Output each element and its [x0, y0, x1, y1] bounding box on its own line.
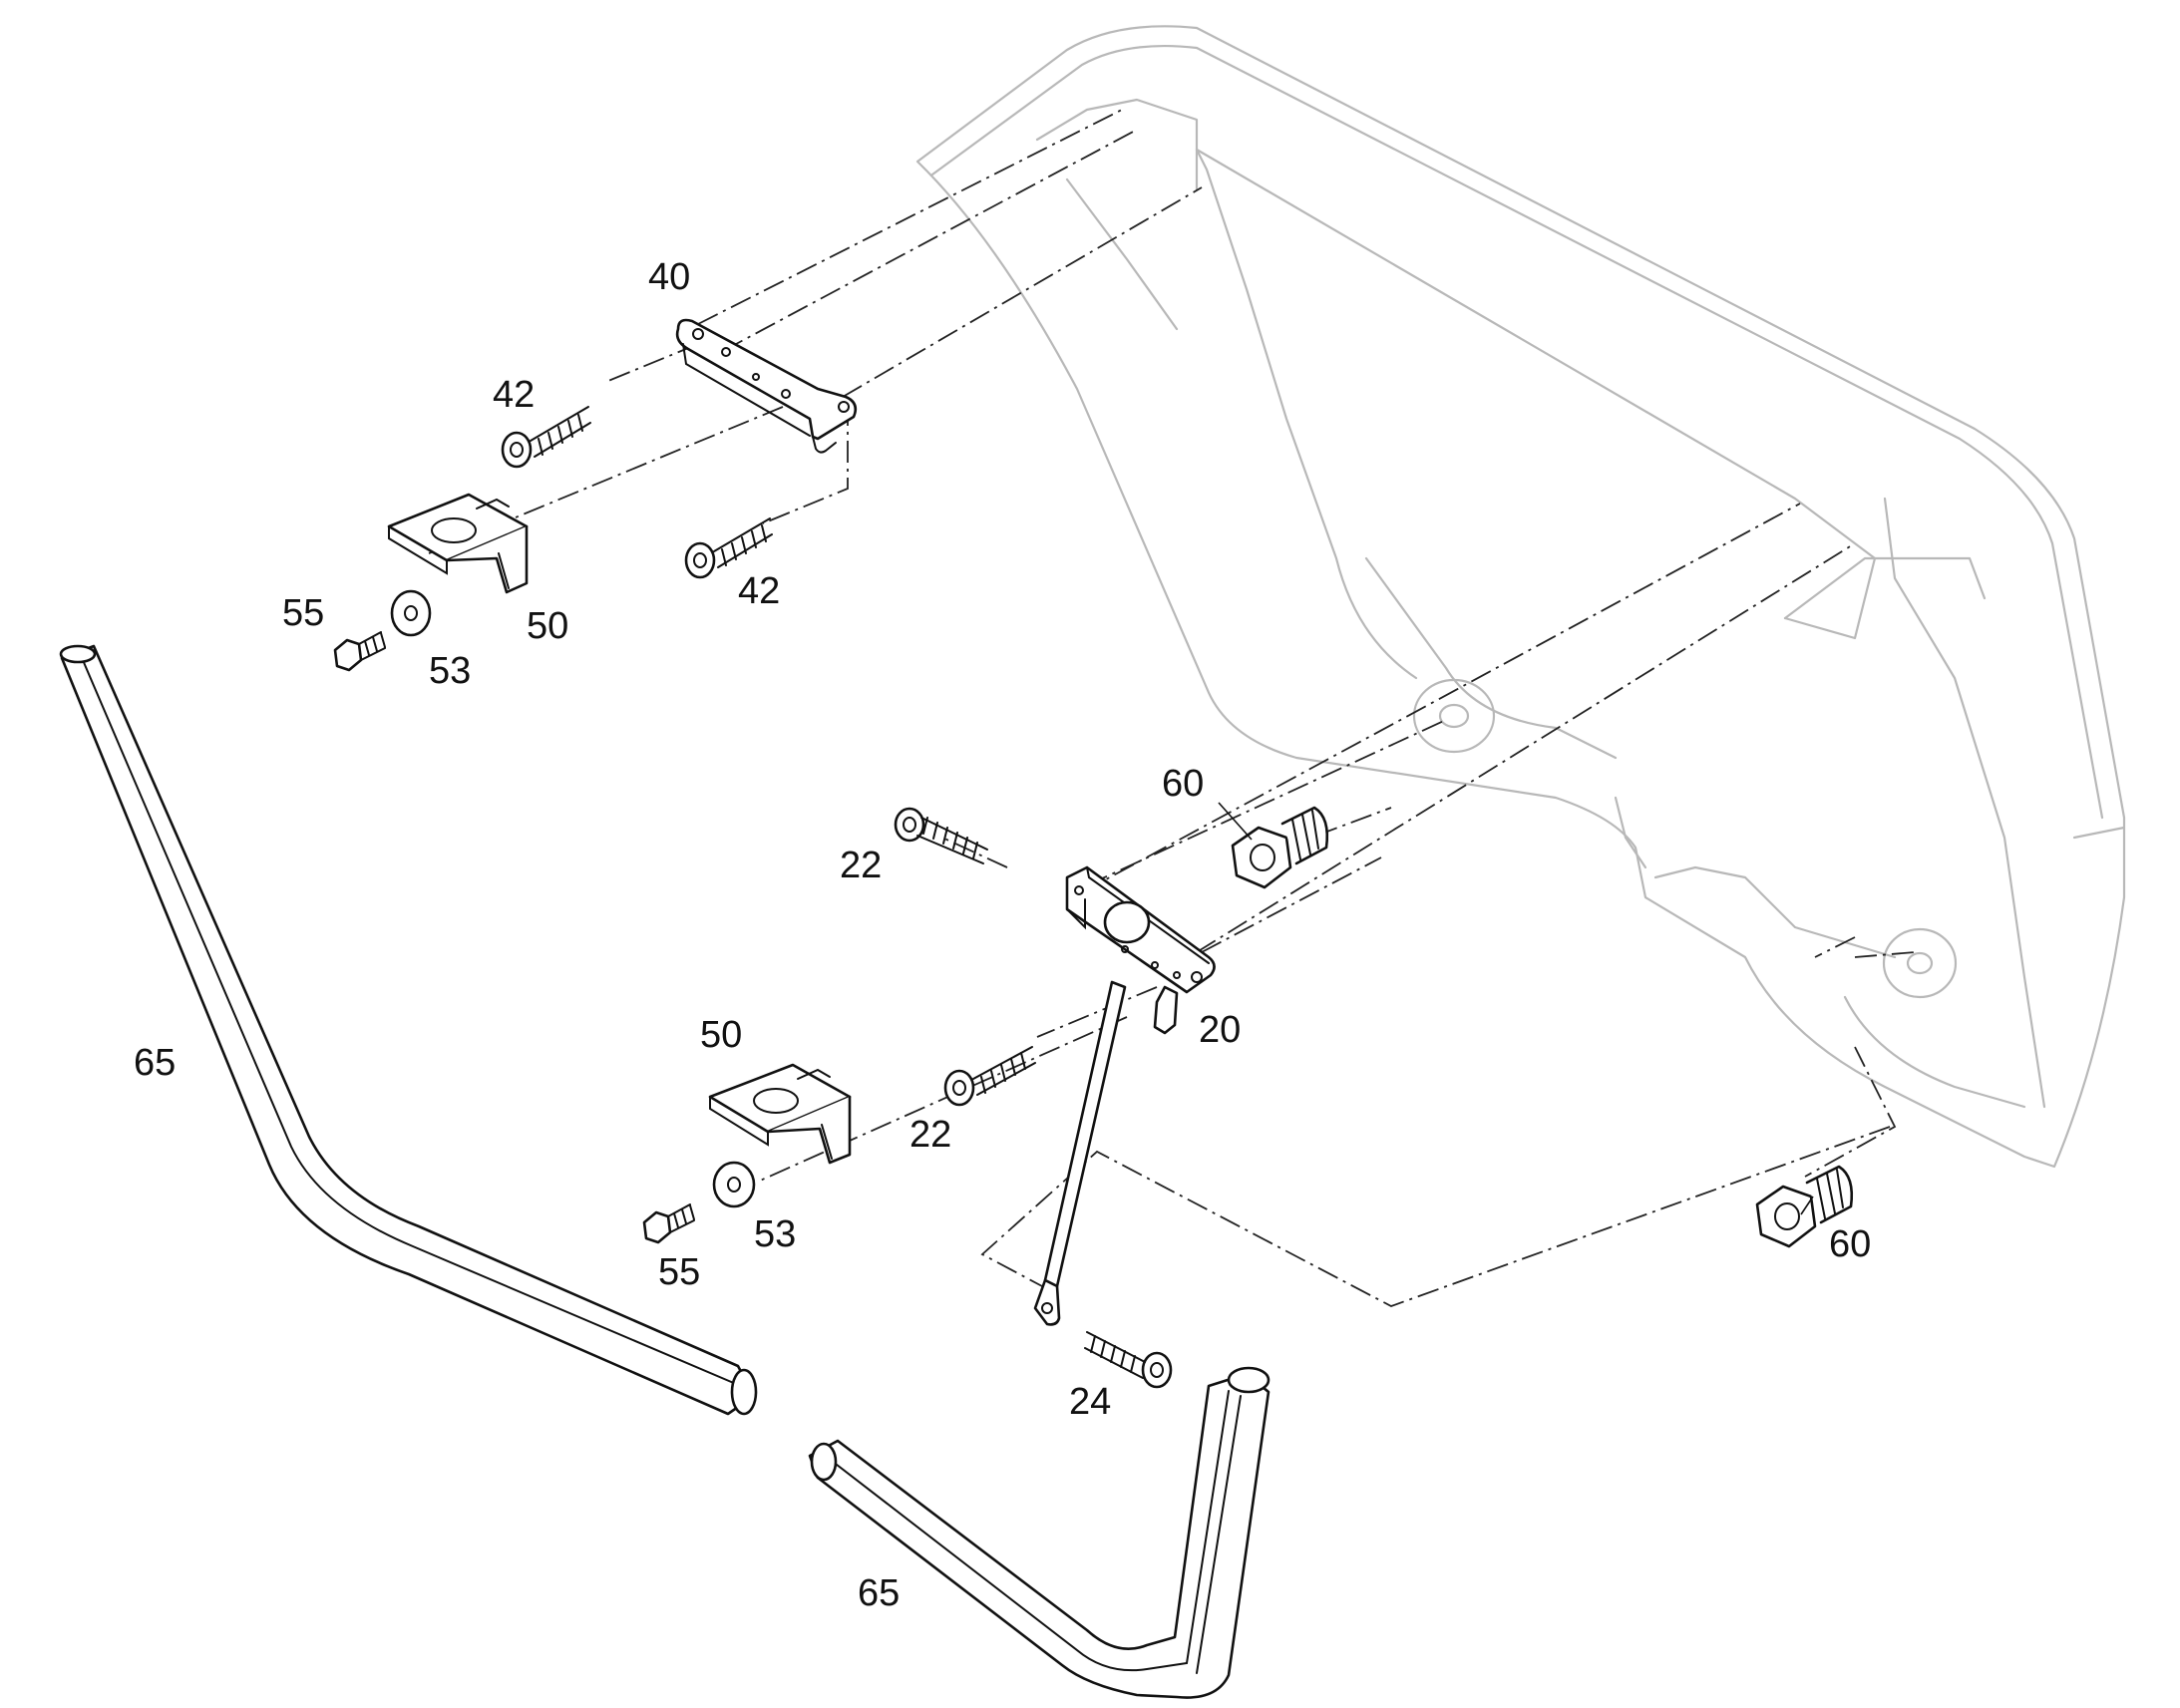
part-24-screw	[1084, 1331, 1173, 1389]
part-55-bolt-lower	[642, 1203, 695, 1244]
callout-65-left: 65	[134, 1042, 176, 1084]
part-42-screw-upper	[501, 406, 591, 469]
callout-65-bottom: 65	[858, 1572, 900, 1614]
part-53-washer-upper	[390, 589, 432, 637]
part-22-screw-lower	[943, 1046, 1036, 1107]
callout-42-lower: 42	[738, 570, 780, 612]
callout-20: 20	[1199, 1009, 1241, 1051]
part-60-nut-lower	[1755, 1165, 1854, 1248]
callout-50-upper: 50	[527, 605, 568, 647]
part-53-washer-lower	[712, 1161, 756, 1208]
callout-55-lower: 55	[658, 1251, 700, 1293]
housing-outline	[915, 25, 2126, 1169]
callout-labels: 40 42 42 55 50 53 60 22 20 50 65 22 53 5…	[134, 256, 1871, 1614]
part-55-bolt-upper	[333, 631, 386, 672]
callout-24: 24	[1069, 1381, 1111, 1423]
part-42-screw-lower	[684, 517, 773, 579]
callout-50-lower: 50	[700, 1014, 742, 1056]
assembly-leader-lines	[428, 109, 1916, 1307]
callout-22-lower: 22	[909, 1114, 951, 1156]
part-40-bracket	[675, 318, 858, 454]
callout-53-upper: 53	[429, 650, 471, 692]
callout-40: 40	[648, 256, 690, 298]
callout-22-upper: 22	[840, 845, 882, 886]
part-65-seal-bottom	[808, 1366, 1271, 1699]
callout-60-lower: 60	[1829, 1223, 1871, 1265]
part-65-seal-left	[59, 644, 758, 1416]
callout-60-upper: 60	[1162, 763, 1204, 805]
part-50-clip-lower	[708, 1063, 852, 1165]
callout-53-lower: 53	[754, 1213, 796, 1255]
part-20-bracket-arm	[1033, 865, 1216, 1326]
callout-42-upper: 42	[493, 374, 535, 416]
callout-ticks	[1218, 802, 1814, 1215]
part-60-nut-upper	[1231, 806, 1329, 889]
part-50-clip-upper	[387, 493, 529, 594]
callout-55-upper: 55	[282, 592, 324, 634]
part-22-screw-upper	[894, 807, 988, 864]
